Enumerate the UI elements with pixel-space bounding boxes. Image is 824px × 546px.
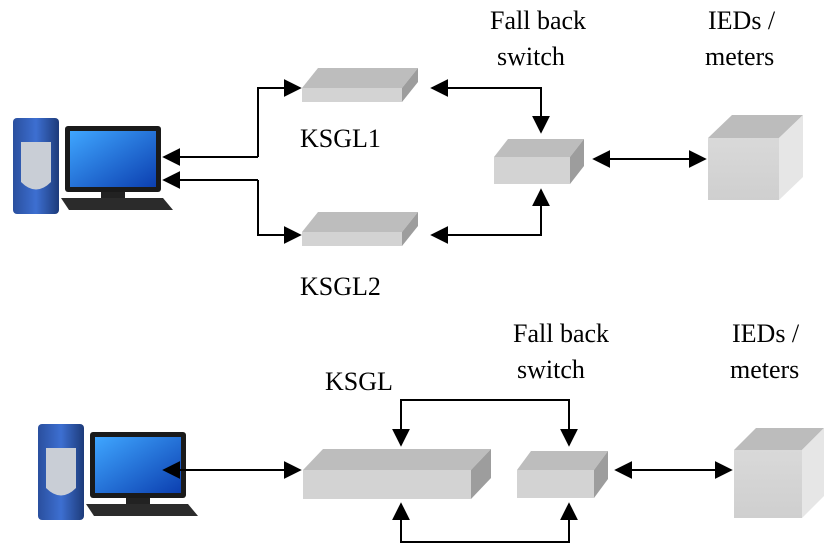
- computer-icon: [38, 424, 198, 520]
- bottom-fallback-label-2: switch: [517, 355, 585, 384]
- ksgl-switch: [303, 449, 491, 499]
- top-ieds-label-2: meters: [705, 42, 774, 71]
- top-fallback-label-2: switch: [497, 42, 565, 71]
- bottom-ieds-label-1: IEDs /: [732, 319, 800, 348]
- bottom-fallback-label-1: Fall back: [513, 319, 609, 348]
- top-fallback-label-1: Fall back: [490, 6, 586, 35]
- top-ieds-label-1: IEDs /: [708, 6, 776, 35]
- top-connectors: [162, 79, 707, 244]
- fallback-switch: [517, 451, 608, 498]
- ksgl2-label: KSGL2: [300, 272, 381, 301]
- ied-meters-cube: [734, 428, 824, 518]
- ksgl1-label: KSGL1: [300, 124, 381, 153]
- bottom-connectors: [162, 399, 733, 543]
- fallback-switch: [494, 139, 584, 184]
- ksgl-label: KSGL: [325, 367, 393, 396]
- ksgl1-switch: [302, 68, 418, 102]
- computer-icon: [13, 118, 173, 214]
- ksgl2-switch: [302, 212, 418, 246]
- ied-meters-cube: [708, 115, 803, 200]
- bottom-ieds-label-2: meters: [730, 355, 799, 384]
